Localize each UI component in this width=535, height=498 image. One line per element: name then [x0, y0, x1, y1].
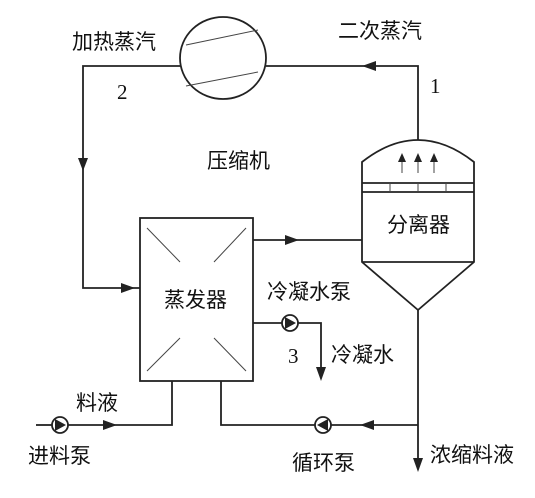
circulation-arrow: [360, 420, 374, 430]
circulation-pipe-left: [220, 381, 315, 426]
heating-steam-line: [78, 65, 181, 293]
circulation-line: [220, 381, 418, 434]
point-2-label: 2: [117, 80, 128, 104]
evaporator-to-separator-line: [253, 235, 362, 245]
compressor-body: [179, 16, 267, 100]
heating-steam-right-arrow: [121, 283, 135, 293]
concentrate-label: 浓缩料液: [430, 443, 514, 467]
condensate-pump-label: 冷凝水泵: [267, 280, 351, 304]
heating-steam-label: 加热蒸汽: [72, 30, 156, 54]
secondary-steam-arrow: [362, 61, 376, 71]
feed-liquid-label: 料液: [76, 391, 118, 415]
circulation-pump-symbol: [314, 416, 332, 434]
evaporator-label: 蒸发器: [164, 288, 227, 312]
compressor-blade-bottom: [185, 71, 259, 87]
feed-pump-symbol: [51, 416, 69, 434]
point-3-label: 3: [288, 344, 299, 368]
concentrate-outlet-line: [413, 310, 423, 472]
circulation-pump-label: 循环泵: [292, 451, 355, 475]
condensate-pump-symbol: [281, 314, 299, 332]
secondary-steam-pipe: [266, 65, 419, 140]
evaporator-hatch-4: [213, 337, 247, 372]
condensate-label: 冷凝水: [331, 343, 394, 367]
point-1-label: 1: [430, 74, 441, 98]
condensate-line: [253, 314, 326, 381]
evaporator-to-separator-arrow: [285, 235, 299, 245]
compressor: [179, 16, 267, 100]
condensate-arrow: [316, 367, 326, 381]
heating-steam-pipe: [82, 65, 181, 289]
concentrate-arrow: [413, 458, 423, 472]
separator: [361, 139, 475, 312]
secondary-steam-label: 二次蒸汽: [338, 19, 422, 43]
evaporator-hatch-1: [146, 227, 181, 263]
separator-vapor-arrows: [398, 153, 438, 173]
feed-arrow: [103, 420, 117, 430]
separator-label: 分离器: [387, 213, 450, 237]
compressor-blade-top: [185, 29, 259, 46]
evaporator-hatch-2: [213, 227, 247, 263]
condensate-pipe-2: [298, 322, 322, 375]
feed-pump-label: 进料泵: [28, 444, 91, 468]
evaporator: [139, 217, 254, 382]
feed-pipe: [68, 381, 173, 426]
evaporator-body: [139, 217, 254, 382]
evaporator-hatch-3: [146, 337, 181, 372]
compressor-label: 压缩机: [207, 149, 270, 173]
feed-line: [36, 381, 173, 434]
heating-steam-down-arrow: [78, 158, 88, 171]
secondary-steam-line: [266, 61, 419, 140]
